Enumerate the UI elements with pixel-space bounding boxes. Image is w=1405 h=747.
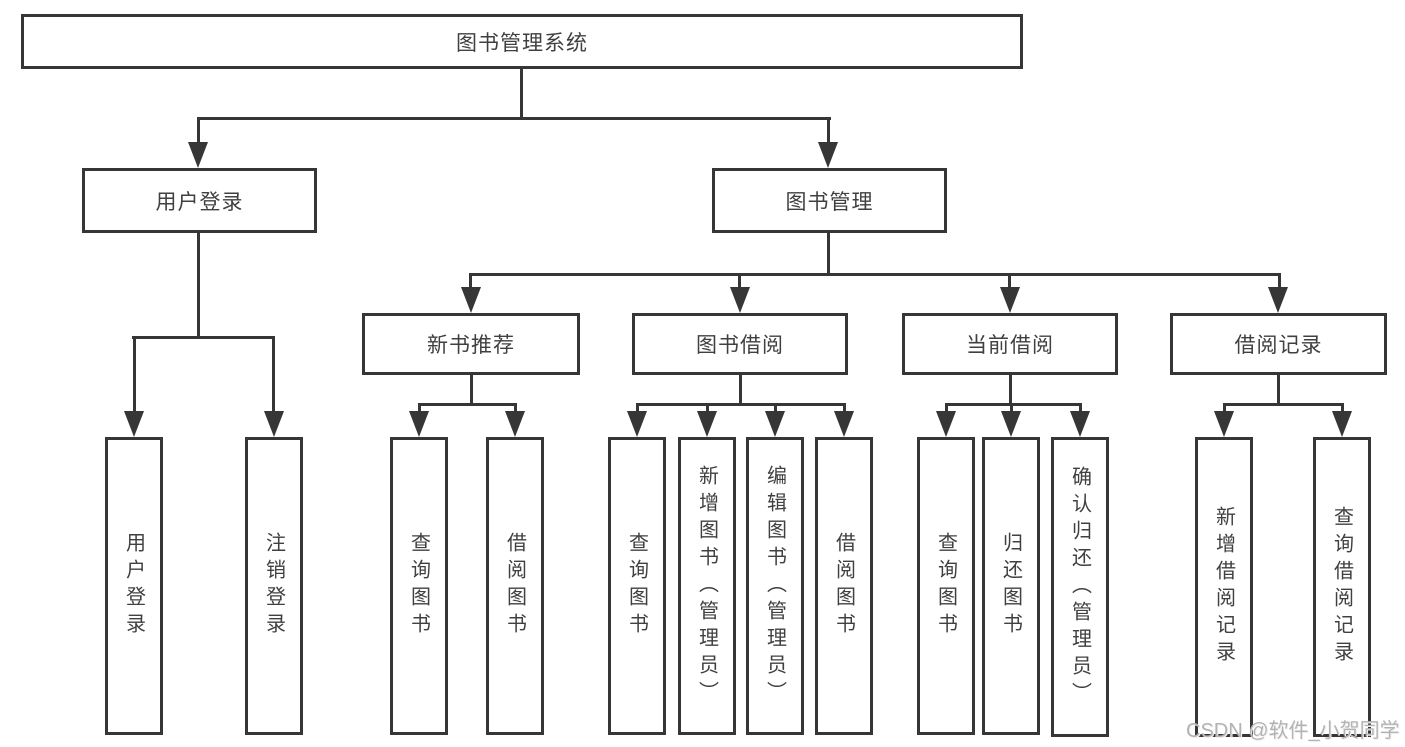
connector-line	[706, 403, 709, 415]
arrow-down-icon	[409, 411, 429, 437]
connector-line	[774, 403, 777, 415]
leaf-return-book: 归还图书	[982, 437, 1040, 735]
leaf-edit-book-admin: 编辑图书（管理员）	[746, 437, 804, 735]
node-library-system: 图书管理系统	[21, 14, 1023, 69]
connector-line	[945, 403, 948, 415]
arrow-down-icon	[730, 287, 750, 313]
arrow-down-icon	[188, 142, 208, 168]
leaf-borrow-book-recommend: 借阅图书	[486, 437, 544, 735]
leaf-add-book-admin: 新增图书（管理员）	[678, 437, 736, 735]
arrow-down-icon	[818, 142, 838, 168]
connector-line	[945, 403, 1082, 406]
connector-line	[514, 403, 517, 415]
arrow-down-icon	[697, 411, 717, 437]
arrow-down-icon	[1070, 411, 1090, 437]
node-new-book-recommend: 新书推荐	[362, 313, 580, 375]
connector-line	[1008, 273, 1011, 291]
leaf-confirm-return-admin: 确认归还（管理员）	[1051, 437, 1109, 737]
arrow-down-icon	[264, 411, 284, 437]
leaf-borrow-book: 借阅图书	[815, 437, 873, 735]
arrow-down-icon	[936, 411, 956, 437]
connector-line	[520, 69, 523, 117]
arrow-down-icon	[765, 411, 785, 437]
node-current-borrowing: 当前借阅	[902, 313, 1118, 375]
connector-line	[636, 403, 639, 415]
connector-line	[272, 336, 275, 414]
connector-line	[739, 375, 742, 405]
arrow-down-icon	[124, 411, 144, 437]
connector-line	[133, 336, 136, 414]
leaf-add-borrow-record: 新增借阅记录	[1195, 437, 1253, 737]
leaf-query-book-borrowing: 查询图书	[608, 437, 666, 735]
connector-line	[469, 273, 472, 291]
node-book-management: 图书管理	[712, 168, 947, 233]
leaf-query-borrow-record: 查询借阅记录	[1313, 437, 1371, 737]
connector-line	[636, 403, 846, 406]
connector-line	[197, 233, 200, 336]
connector-line	[197, 117, 200, 145]
node-borrow-records: 借阅记录	[1170, 313, 1387, 375]
leaf-logout: 注销登录	[245, 437, 303, 735]
connector-line	[1010, 403, 1013, 415]
connector-line	[738, 273, 741, 291]
connector-line	[470, 375, 473, 405]
leaf-query-book-current: 查询图书	[917, 437, 975, 735]
connector-line	[843, 403, 846, 415]
connector-line	[1223, 403, 1226, 415]
arrow-down-icon	[1268, 287, 1288, 313]
connector-line	[827, 233, 830, 275]
csdn-watermark: CSDN @软件_小贺同学	[1186, 720, 1400, 742]
arrow-down-icon	[1000, 287, 1020, 313]
arrow-down-icon	[834, 411, 854, 437]
node-user-login: 用户登录	[82, 168, 317, 233]
connector-line	[197, 117, 831, 120]
arrow-down-icon	[461, 287, 481, 313]
connector-line	[132, 336, 275, 339]
connector-line	[418, 403, 517, 406]
arrow-down-icon	[1214, 411, 1234, 437]
node-book-borrowing: 图书借阅	[632, 313, 848, 375]
leaf-user-login: 用户登录	[105, 437, 163, 735]
connector-line	[1223, 403, 1344, 406]
arrow-down-icon	[1332, 411, 1352, 437]
connector-line	[469, 273, 1281, 276]
connector-line	[1278, 273, 1281, 291]
leaf-query-book-recommend: 查询图书	[390, 437, 448, 735]
connector-line	[827, 117, 830, 145]
connector-line	[418, 403, 421, 415]
connector-line	[1079, 403, 1082, 415]
connector-line	[1277, 375, 1280, 405]
connector-line	[1009, 375, 1012, 405]
arrow-down-icon	[627, 411, 647, 437]
arrow-down-icon	[1001, 411, 1021, 437]
arrow-down-icon	[505, 411, 525, 437]
connector-line	[1341, 403, 1344, 415]
